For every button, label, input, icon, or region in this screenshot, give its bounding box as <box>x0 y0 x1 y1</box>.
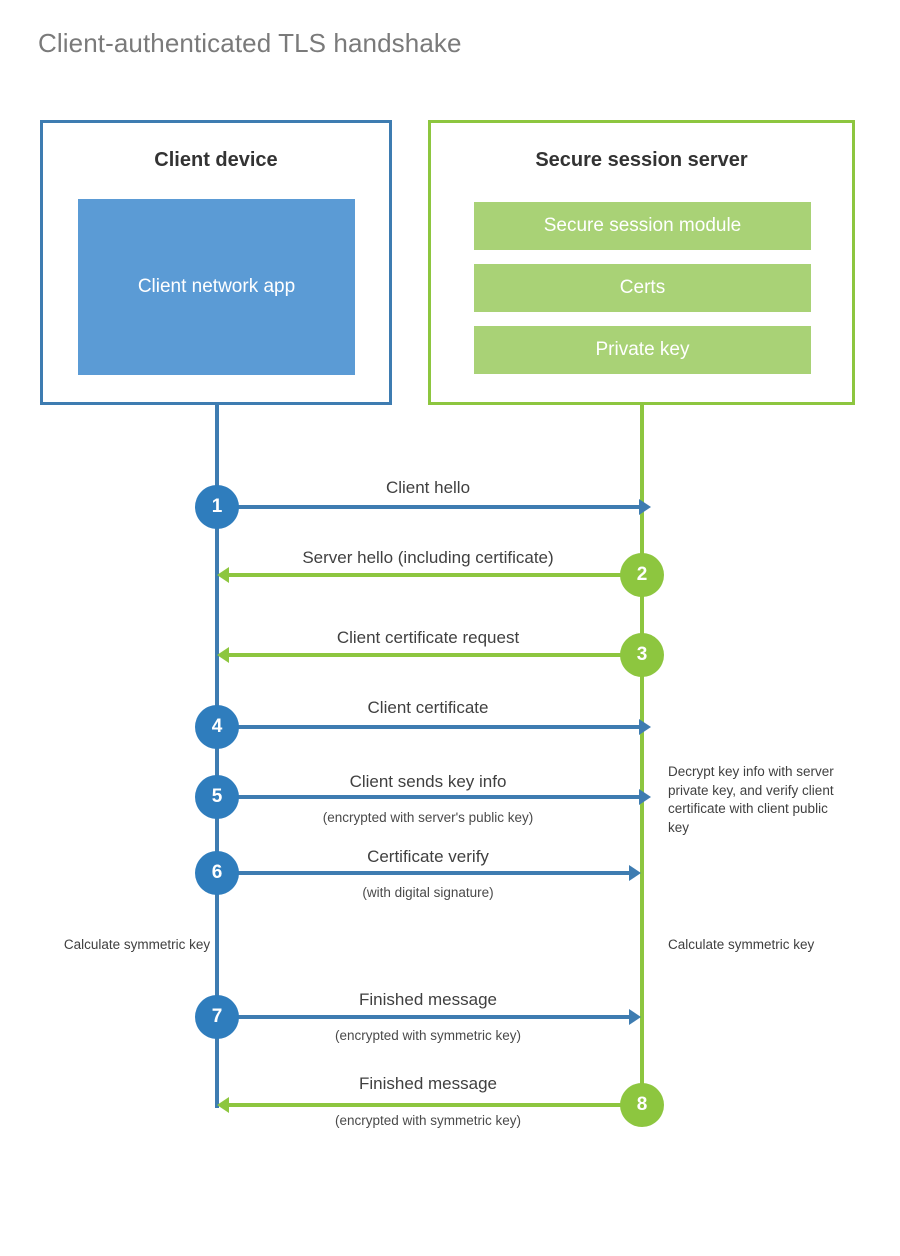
step-marker-3[interactable]: 3 <box>620 633 664 677</box>
secure-session-server-box: Secure session server Secure session mod… <box>428 120 855 405</box>
arrowhead-icon <box>639 499 651 515</box>
arrow-label-step-2: Server hello (including certificate) <box>302 548 554 567</box>
arrow-step-8 <box>217 1097 642 1113</box>
step-marker-2[interactable]: 2 <box>620 553 664 597</box>
step-marker-7[interactable]: 7 <box>195 995 239 1039</box>
arrow-label-step-4: Client certificate <box>367 698 489 717</box>
arrow-step-7 <box>217 1009 641 1025</box>
client-lifeline <box>215 402 219 1108</box>
arrowhead-icon <box>639 789 651 805</box>
arrow-sublabel-step-6: (with digital signature) <box>362 885 494 900</box>
step-marker-6[interactable]: 6 <box>195 851 239 895</box>
arrow-step-2 <box>217 567 642 583</box>
arrowhead-icon <box>629 865 641 881</box>
server-calculate-symmetric-key-note: Calculate symmetric key <box>668 937 815 952</box>
arrow-sublabel-step-8: (encrypted with symmetric key) <box>334 1113 522 1128</box>
server-component-private-key: Private key <box>474 326 811 374</box>
server-decrypt-note: Decrypt key info with server private key… <box>668 764 834 835</box>
arrow-step-6 <box>217 865 641 881</box>
step-marker-5[interactable]: 5 <box>195 775 239 819</box>
step-marker-8[interactable]: 8 <box>620 1083 664 1127</box>
client-network-app-block: Client network app <box>78 199 355 375</box>
server-component-secure-session-module: Secure session module <box>474 202 811 250</box>
client-calculate-symmetric-key-note: Calculate symmetric key <box>63 937 211 952</box>
server-lifeline <box>640 402 644 1107</box>
arrowhead-icon <box>217 1097 229 1113</box>
arrow-step-5 <box>217 789 651 805</box>
arrowhead-icon <box>217 567 229 583</box>
arrow-label-step-5: Client sends key info <box>349 772 507 791</box>
server-component-certs: Certs <box>474 264 811 312</box>
arrow-label-step-8: Finished message <box>359 1074 497 1093</box>
arrowhead-icon <box>639 719 651 735</box>
client-device-box: Client device Client network app <box>40 120 392 405</box>
arrow-sublabel-step-7: (encrypted with symmetric key) <box>334 1028 522 1043</box>
arrow-step-3 <box>217 647 642 663</box>
arrow-label-step-3: Client certificate request <box>336 628 520 647</box>
step-marker-1[interactable]: 1 <box>195 485 239 529</box>
secure-session-server-title: Secure session server <box>535 149 748 171</box>
arrowhead-icon <box>629 1009 641 1025</box>
arrow-step-4 <box>217 719 651 735</box>
arrow-label-step-7: Finished message <box>359 990 497 1009</box>
client-device-title: Client device <box>154 149 278 171</box>
arrow-sublabel-step-5: (encrypted with server's public key) <box>322 810 534 825</box>
step-marker-4[interactable]: 4 <box>195 705 239 749</box>
arrow-label-step-6: Certificate verify <box>367 847 489 866</box>
page-title: Client-authenticated TLS handshake <box>38 28 462 58</box>
arrow-step-1 <box>217 499 651 515</box>
arrow-label-step-1: Client hello <box>385 478 471 497</box>
arrowhead-icon <box>217 647 229 663</box>
